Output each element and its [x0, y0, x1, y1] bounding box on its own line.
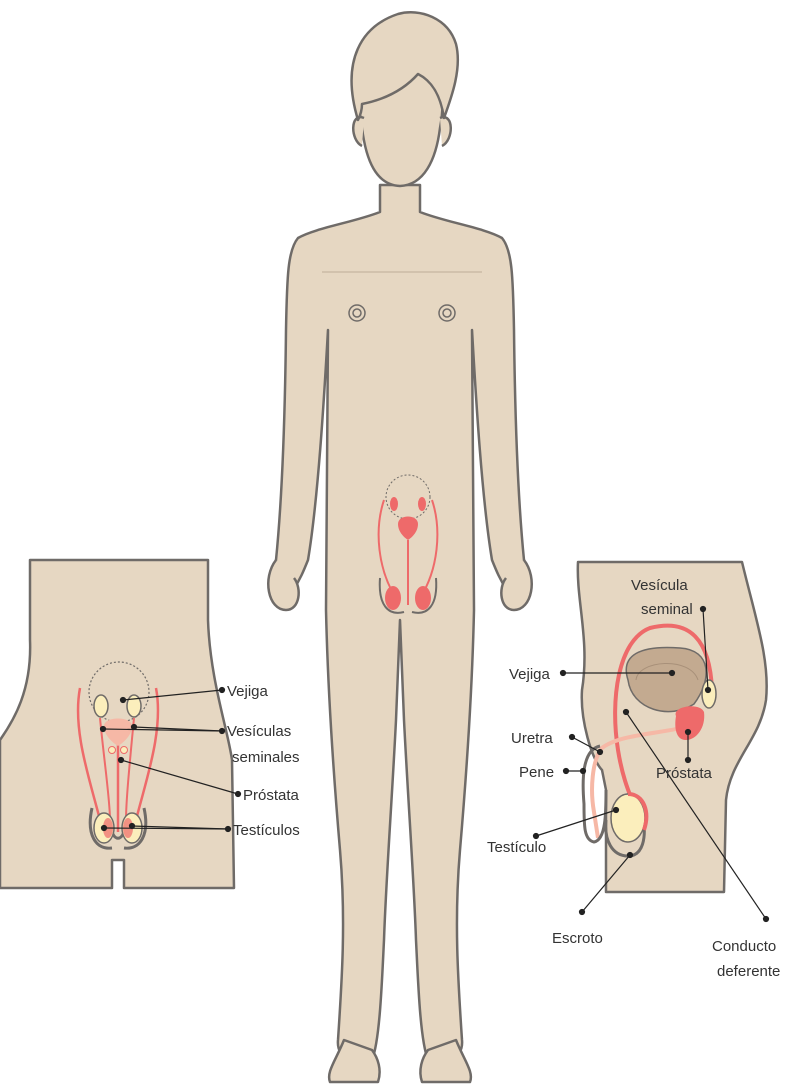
left-ear — [353, 117, 364, 146]
label-side-vas-2: deferente — [717, 963, 780, 980]
label-side-prostate: Próstata — [656, 765, 713, 782]
label-side-bladder: Vejiga — [509, 666, 551, 683]
label-side-vesicle-2: seminal — [641, 601, 693, 618]
label-side-testicle: Testículo — [487, 839, 546, 856]
label-front-vesicles-1: Vesículas — [227, 723, 291, 740]
label-side-vas-1: Conducto — [712, 938, 776, 955]
front-vesicle-left — [94, 695, 108, 717]
label-front-vesicles-2: seminales — [232, 749, 300, 766]
body-silhouette — [274, 185, 525, 1062]
front-detail: Vejiga Vesículas seminales Próstata Test… — [0, 560, 300, 888]
body-figure — [268, 12, 531, 1082]
label-front-bladder: Vejiga — [227, 683, 269, 700]
label-side-penis: Pene — [519, 764, 554, 781]
label-front-testicles: Testículos — [233, 822, 300, 839]
side-detail: Vesícula seminal Vejiga Uretra Pene Prós… — [487, 562, 780, 980]
label-side-urethra: Uretra — [511, 730, 553, 747]
right-ear — [440, 117, 451, 146]
label-side-vesicle-1: Vesícula — [631, 577, 688, 594]
side-vesicle — [702, 680, 716, 708]
label-side-scrotum: Escroto — [552, 930, 603, 947]
label-front-prostate: Próstata — [243, 787, 300, 804]
